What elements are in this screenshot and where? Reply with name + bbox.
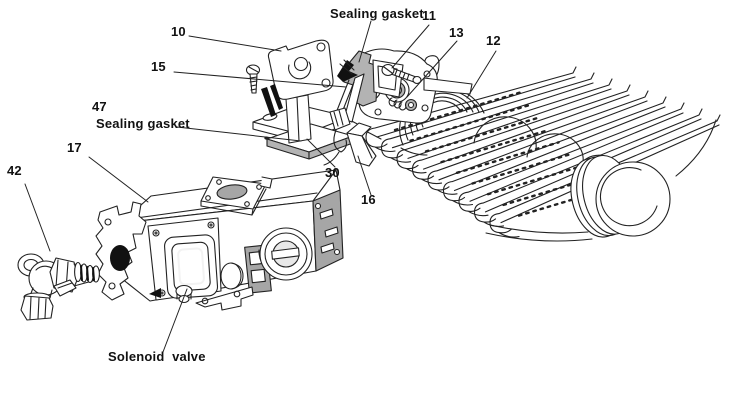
valve-mid-bump — [220, 262, 244, 290]
callout-solenoid-valve: Solenoid valve — [108, 349, 206, 364]
burner-flame-ports — [455, 141, 560, 174]
burner-assembly — [343, 55, 721, 242]
deflector-plate-16 — [346, 122, 377, 167]
leader-17 — [88, 156, 149, 203]
leader-solenoid-valve — [162, 288, 188, 353]
solenoid-valve-nut — [175, 284, 193, 304]
callout-12: 12 — [486, 33, 501, 48]
elbow-fitting-42 — [17, 253, 100, 321]
igniter-electrode-30 — [323, 59, 365, 166]
leader-12 — [466, 50, 497, 99]
screw-13 — [388, 97, 418, 112]
burner-flame-ports — [502, 178, 590, 207]
burner-tube — [365, 66, 577, 153]
leader-42 — [24, 183, 51, 252]
screw-15 — [245, 64, 261, 94]
burner-tube — [411, 84, 631, 185]
leader-10 — [188, 35, 282, 52]
burner-flame-ports — [486, 166, 580, 196]
burner-flame-ports — [440, 128, 550, 164]
gas-valve-17 — [95, 169, 344, 311]
valve-left-bracket — [95, 201, 147, 301]
solenoid-coil — [164, 234, 219, 304]
leader-lines — [24, 20, 497, 353]
burner-tube — [396, 78, 613, 174]
thermostat-knob — [258, 227, 313, 281]
callout-11: 11 — [422, 8, 437, 23]
leader-30 — [306, 138, 336, 168]
burner-frame — [485, 119, 717, 242]
pointer-wedges — [261, 84, 283, 117]
burner-tube — [427, 90, 649, 195]
burner-tube — [458, 102, 685, 217]
callout-sealing-gasket-top: Sealing gasket — [330, 6, 424, 21]
valve-top-flange — [200, 176, 273, 216]
leader-13 — [406, 40, 458, 98]
burner-flame-ports — [424, 116, 541, 153]
leader-15 — [173, 71, 347, 88]
leader-sealing-gasket-top — [358, 20, 372, 63]
burner-end-drum — [570, 154, 671, 238]
valve-bottom-flange — [195, 286, 254, 311]
burner-tube — [380, 72, 595, 163]
callout-10: 10 — [171, 24, 186, 39]
burner-flame-ports — [409, 103, 531, 142]
callout-sealing-gasket-47: Sealing gasket — [96, 116, 190, 131]
callout-15: 15 — [151, 59, 166, 74]
callout-13: 13 — [449, 25, 464, 40]
leader-47 — [176, 126, 302, 142]
burner-flame-ports — [393, 91, 521, 132]
callout-16: 16 — [361, 192, 376, 207]
callout-47: 47 — [92, 99, 107, 114]
burner-tube — [442, 96, 667, 206]
pilot-burner-group — [323, 48, 473, 167]
leader-11 — [391, 24, 430, 69]
pilot-channel — [285, 94, 312, 144]
screw-11 — [381, 63, 422, 85]
callout-30: 30 — [325, 165, 340, 180]
callout-17: 17 — [67, 140, 82, 155]
callout-42: 42 — [7, 163, 22, 178]
leader-16 — [357, 155, 372, 196]
